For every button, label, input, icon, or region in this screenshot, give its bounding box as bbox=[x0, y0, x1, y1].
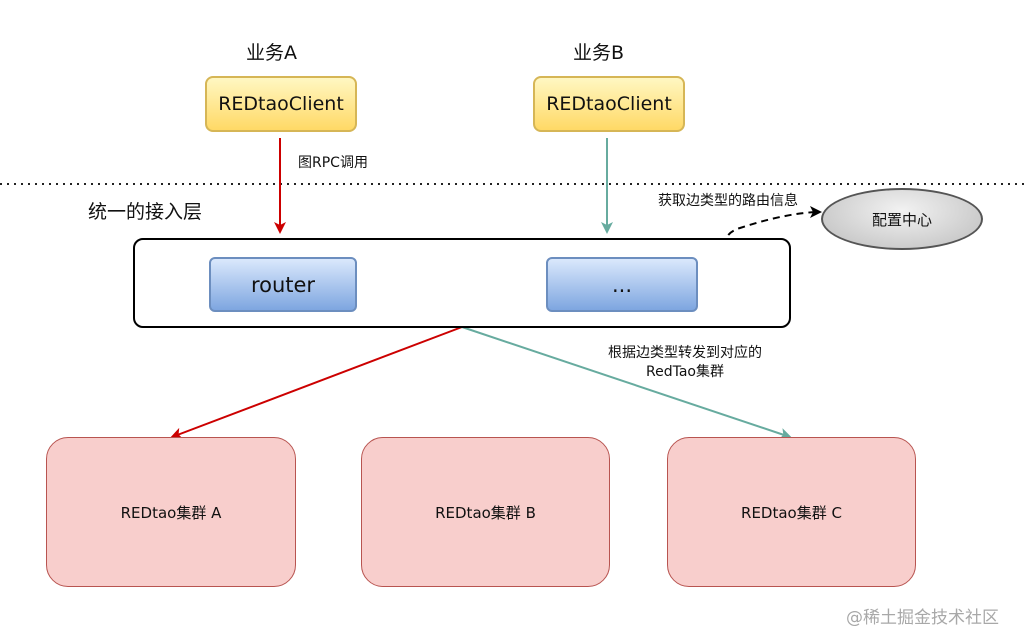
redtao-cluster-c: REDtao集群 C bbox=[667, 437, 916, 587]
forward-note-line2: RedTao集群 bbox=[646, 364, 724, 380]
forward-arrow-a bbox=[170, 326, 463, 440]
access-layer-title: 统一的接入层 bbox=[88, 201, 203, 223]
business-b-label: 业务B bbox=[573, 42, 625, 64]
redtao-cluster-a: REDtao集群 A bbox=[46, 437, 296, 587]
config-center: 配置中心 bbox=[821, 188, 983, 250]
rpc-call-note: 图RPC调用 bbox=[298, 155, 368, 171]
other-module: ... bbox=[546, 257, 698, 312]
forward-note-line1: 根据边类型转发到对应的 bbox=[608, 345, 762, 361]
business-a-label: 业务A bbox=[246, 42, 297, 64]
watermark: @稀土掘金技术社区 bbox=[846, 608, 999, 628]
router-module: router bbox=[209, 257, 357, 312]
redtao-client-a: REDtaoClient bbox=[205, 76, 357, 132]
forward-note: 根据边类型转发到对应的 RedTao集群 bbox=[608, 344, 762, 382]
redtao-cluster-b: REDtao集群 B bbox=[361, 437, 610, 587]
route-info-note: 获取边类型的路由信息 bbox=[658, 193, 798, 209]
redtao-client-b: REDtaoClient bbox=[533, 76, 685, 132]
forward-arrow-c bbox=[461, 326, 792, 440]
